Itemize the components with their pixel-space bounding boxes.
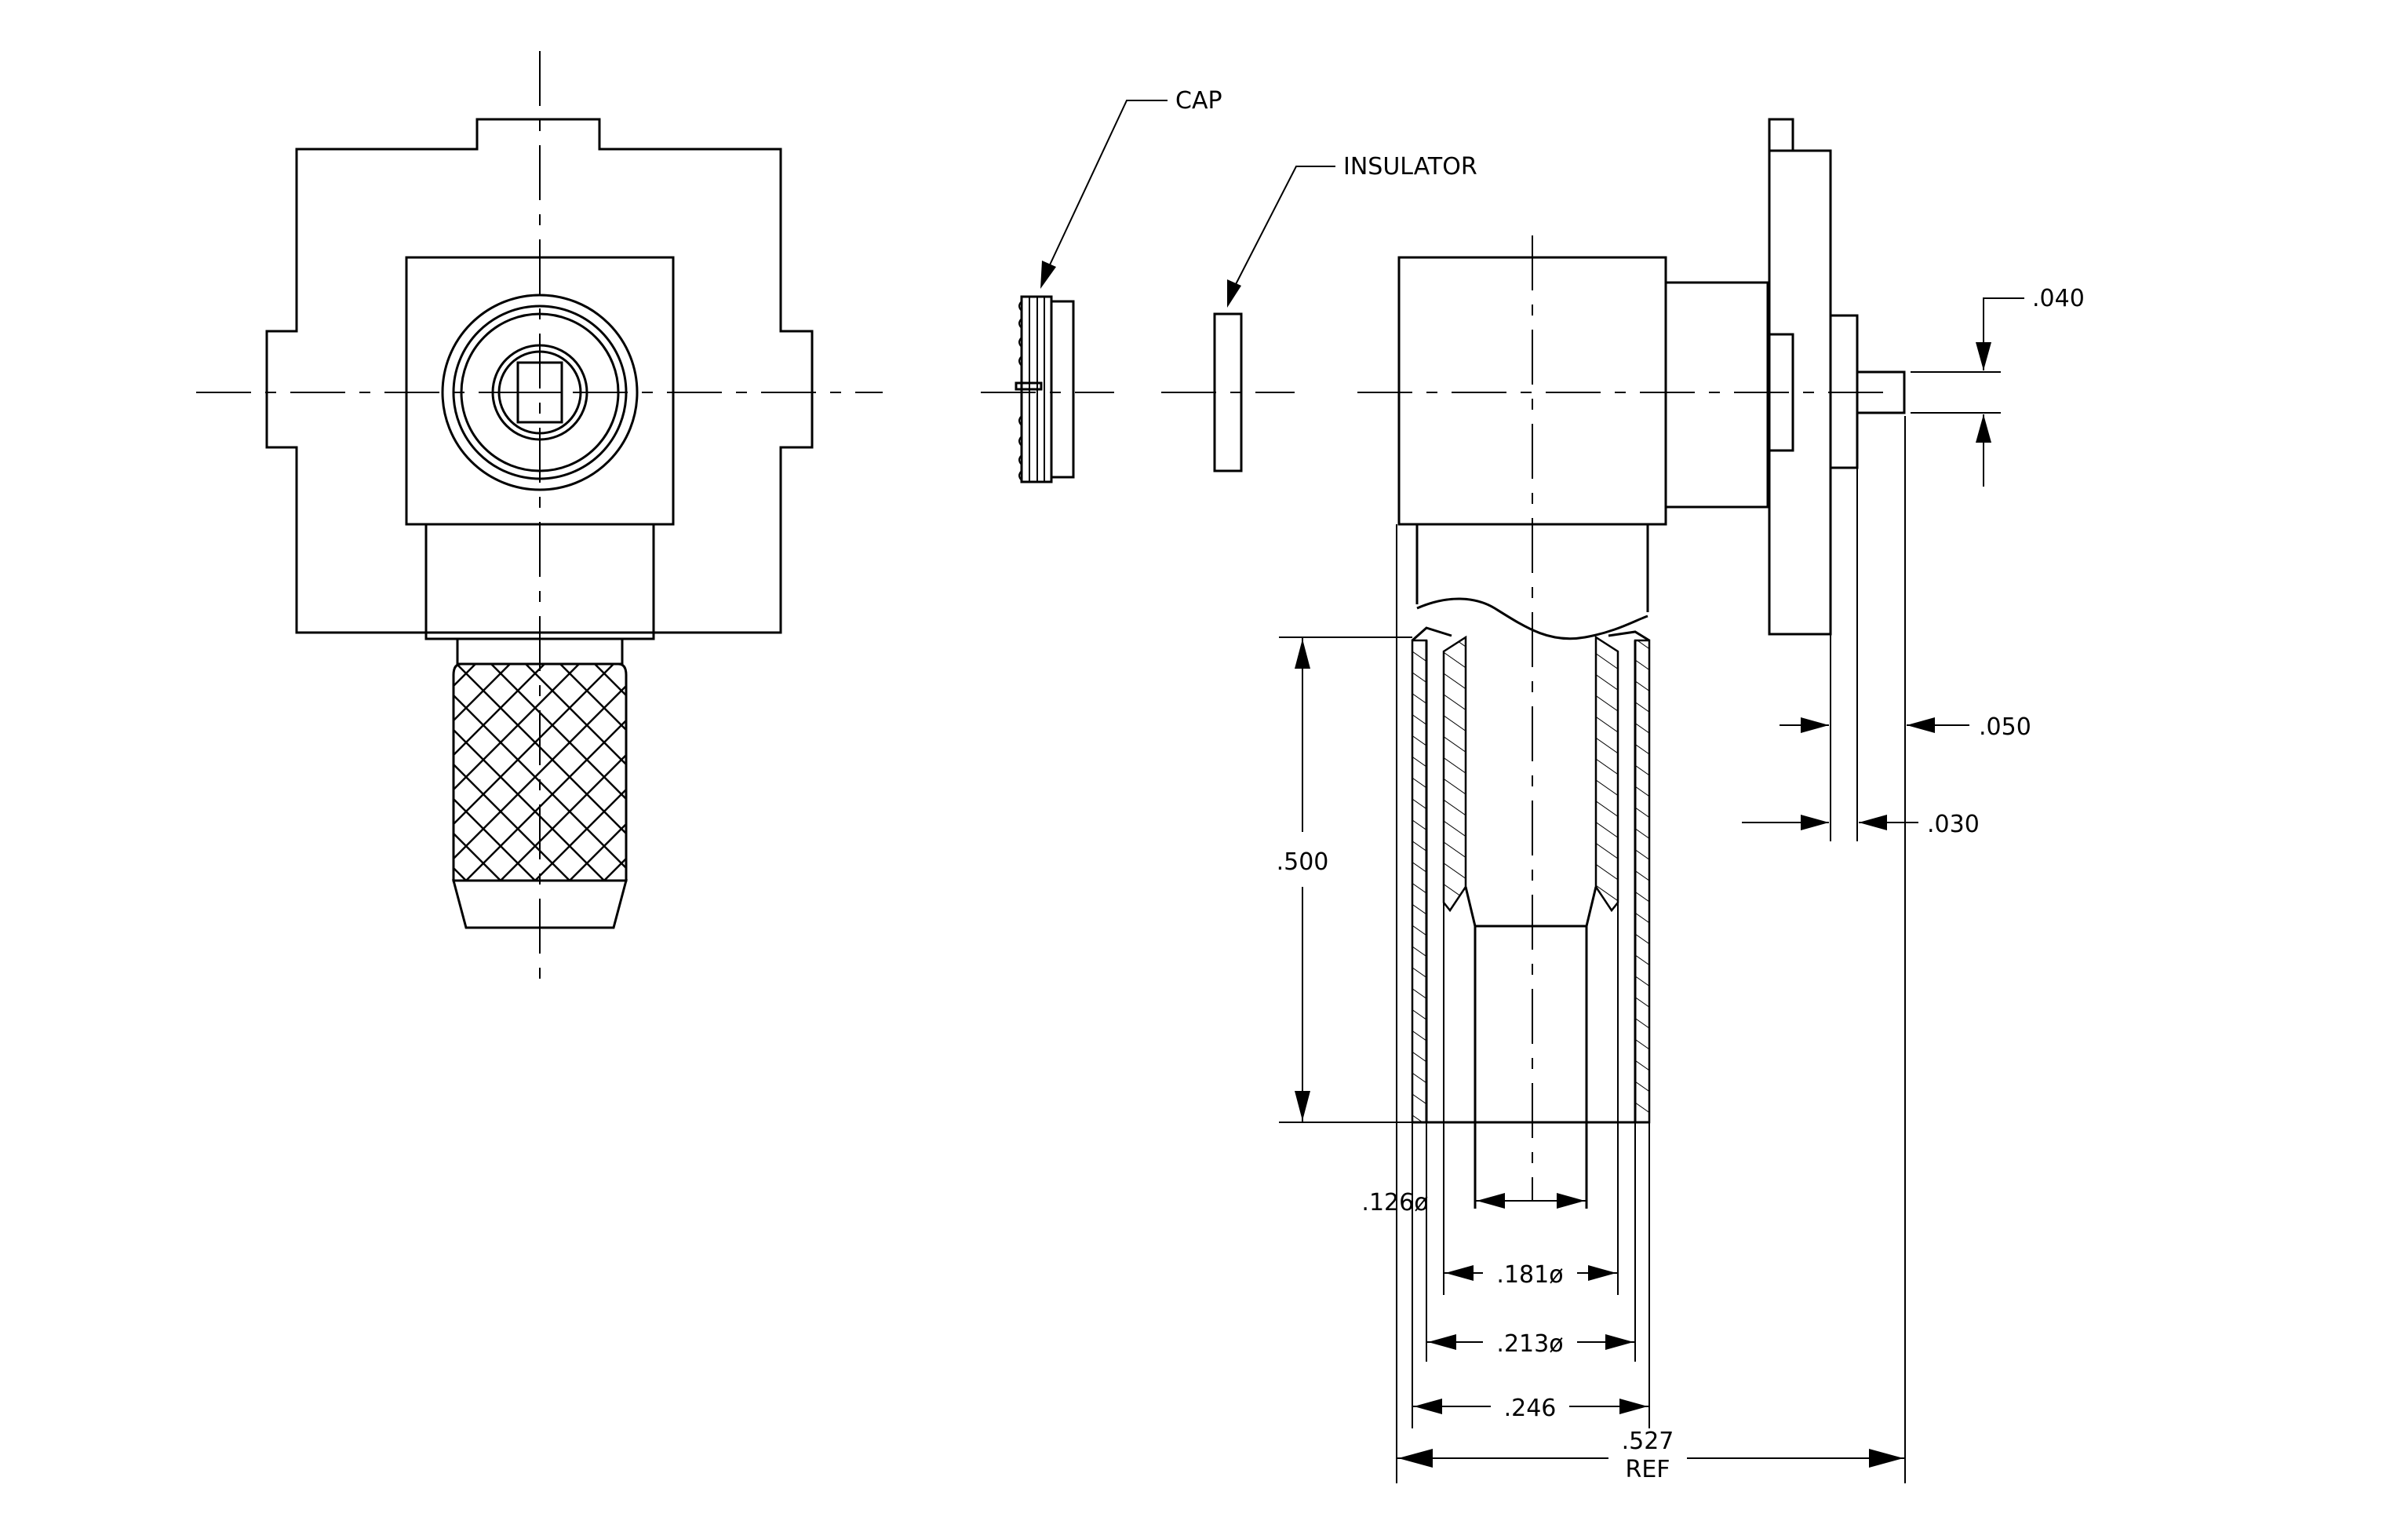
cap-rim <box>1050 300 1075 479</box>
dim-181-arrow-right <box>1588 1265 1616 1281</box>
insulator-leader-arrow <box>1227 279 1241 308</box>
cap-thread-crests <box>1018 301 1022 481</box>
outer-ferrule-left <box>1411 639 1428 1124</box>
dim-030-text: .030 <box>1927 811 1980 838</box>
dim-126-text: .126ø <box>1361 1189 1428 1216</box>
ferrule-tip <box>452 879 628 929</box>
cap-leader-arrow <box>1040 261 1056 289</box>
side-neck <box>1664 281 1769 509</box>
cap-slot <box>1015 381 1043 391</box>
dim-246-arrow-left <box>1414 1399 1442 1414</box>
dim-126-arrow-right <box>1557 1193 1585 1209</box>
dim-213-text: .213ø <box>1496 1330 1563 1358</box>
side-view <box>1357 118 1906 1209</box>
inner-sleeve-right <box>1594 635 1619 913</box>
side-body-square <box>1397 256 1667 526</box>
cap-label: CAP <box>1175 87 1222 115</box>
dimensions: .500 .126ø .181ø .213ø .246 <box>1277 285 2085 1483</box>
dim-050-arrow-right <box>1907 717 1935 733</box>
dim-040-text: .040 <box>2032 285 2085 312</box>
insulator-part: INSULATOR <box>1161 153 1477 472</box>
dim-050-text: .050 <box>1979 713 2031 741</box>
cap-leader <box>1046 100 1168 272</box>
dim-181-text: .181ø <box>1496 1261 1563 1289</box>
dim-527-text: .527 <box>1622 1428 1674 1455</box>
ferrule-top-right <box>1608 630 1650 642</box>
ferrule-top-left <box>1412 626 1452 642</box>
dim-527-arrow-right <box>1869 1449 1903 1468</box>
cap-part: CAP <box>981 87 1222 483</box>
dim-527-arrow-left <box>1398 1449 1433 1468</box>
dim-213-arrow-left <box>1428 1334 1456 1350</box>
inner-sleeve-bottom <box>1464 886 1597 928</box>
dim-030-arrow-right <box>1859 815 1887 830</box>
insulator-leader <box>1233 166 1335 290</box>
dim-500-text: .500 <box>1277 848 1329 876</box>
dim-030-arrow-left <box>1801 815 1829 830</box>
dim-050-arrow-left <box>1801 717 1829 733</box>
dim-500-arrow-top <box>1295 639 1310 669</box>
jack-outer-ring <box>441 294 639 491</box>
dim-181-arrow-left <box>1445 1265 1474 1281</box>
insulator-label: INSULATOR <box>1343 153 1477 181</box>
body-square <box>405 256 675 526</box>
dim-040-arrow-top <box>1976 342 1991 370</box>
front-view <box>196 51 883 989</box>
flange-outline <box>265 118 814 634</box>
break-line <box>1416 597 1648 640</box>
dim-500-arrow-bottom <box>1295 1091 1310 1121</box>
dim-040-arrow-bottom <box>1976 414 1991 443</box>
dim-246-text: .246 <box>1504 1395 1557 1422</box>
flange-key-top <box>1768 118 1794 152</box>
dim-ref-text: REF <box>1625 1456 1670 1483</box>
dim-126-arrow-left <box>1477 1193 1505 1209</box>
inner-sleeve-left <box>1442 635 1467 913</box>
dim-213-arrow-right <box>1605 1334 1634 1350</box>
cap-thread-body <box>1020 295 1053 483</box>
outer-ferrule-right <box>1634 639 1651 1124</box>
dim-040-leader-top <box>1983 297 2024 370</box>
dim-246-arrow-right <box>1619 1399 1648 1414</box>
